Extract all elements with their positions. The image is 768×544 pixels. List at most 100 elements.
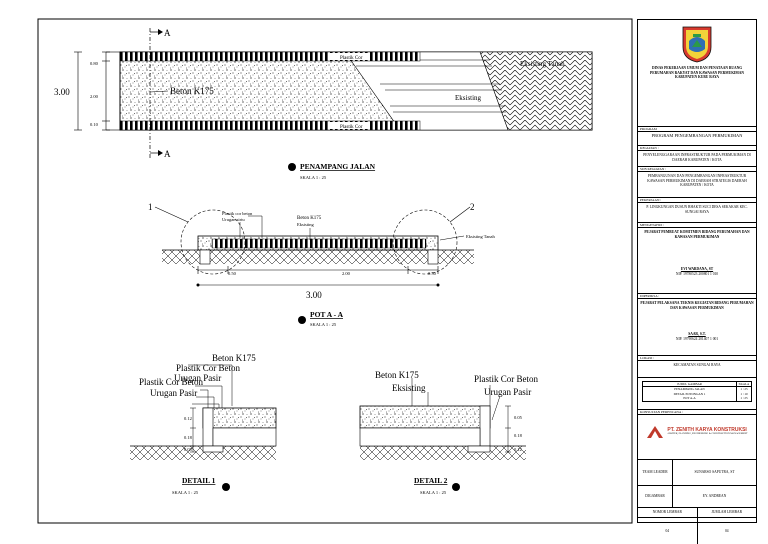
agency-row: DINAS PEKERJAAN UMUM DAN PENATAAN RUANG …	[638, 20, 756, 127]
location-value: P. LINGKUNGAN DUSUN BHAKTI SUCI DESA SEK…	[646, 205, 748, 214]
detail1-scale: SKALA 1 : 25	[172, 490, 199, 495]
pot-dim-0: 0.50	[228, 271, 237, 276]
lokasi-row: LOKASI : KECAMATAN SUNGAI RAYA	[638, 356, 756, 378]
sheet-total-label: JUMLAH LEMBAR	[711, 510, 742, 515]
detail1-label-4: Urugan Pasir	[150, 388, 197, 398]
pot-title: POT A - A	[310, 310, 344, 319]
detail1-title: DETAIL 1	[182, 476, 216, 485]
lokasi-label: LOKASI :	[638, 356, 756, 362]
detail2-label-2: Plastik Cor Beton	[474, 374, 539, 384]
location-row: PEKERJAAN : P. LINGKUNGAN DUSUN BHAKTI S…	[638, 198, 756, 223]
approve-name: EVI WARDANA, ST	[680, 267, 714, 272]
activity-label: KEGIATAN :	[638, 146, 756, 152]
ground-hatch	[162, 250, 474, 264]
detail2-ground	[360, 446, 526, 460]
label-urugan: Urugan sirtu	[222, 217, 245, 222]
drawing-scale-2: 1 : 25	[740, 396, 748, 401]
drawing-scale-0: 1 : 25	[740, 387, 748, 392]
team-leader-value: SUNARSO SAPUTRA, ST	[694, 470, 735, 475]
approve-label: MENGETAHUI :	[638, 223, 756, 229]
subactivity-label: SUB KEGIATAN :	[638, 167, 756, 173]
detail1-dim-1: 0.18	[184, 435, 193, 440]
consultant-sub: ARSITEK, PLANNING, ENGINEERING & CONSTRU…	[667, 432, 748, 436]
drawings-header: JUDUL GAMBAR	[643, 382, 737, 388]
detail2-dim-2: 0.12	[514, 447, 522, 452]
detail2-title: DETAIL 2	[414, 476, 448, 485]
dim-1: 2.00	[90, 94, 99, 99]
approve-role: PEJABAT PEMBUAT KOMITMEN BIDANG PERUMAHA…	[644, 230, 750, 239]
detail2-dim-1: 0.18	[514, 433, 523, 438]
title-symbol	[288, 163, 296, 171]
section-marker-top: A	[164, 28, 171, 38]
program-label: PROGRAM	[638, 127, 756, 133]
activity-value: PENYELENGGARAAN INFRASTRUKTUR PADA PERMU…	[643, 153, 751, 162]
check-name: SAAR, S.T.	[688, 332, 706, 337]
pot-overall-dim: 3.00	[306, 290, 322, 300]
detail2-scale: SKALA 1 : 25	[420, 490, 447, 495]
check-nip: NIP. 19790624 201407 1 001	[675, 336, 719, 341]
dim-overall: 3.00	[54, 87, 70, 97]
drawings-row: JUDUL GAMBAR SKALA PENAMPANG JALAN 1 : 2…	[638, 378, 756, 410]
pot-section-group: 1 2 Plastik cor beton Urugan sirtu Beton…	[148, 202, 495, 327]
drawing-frame	[37, 18, 633, 524]
drawing-name-0: PENAMPANG JALAN	[643, 387, 737, 392]
callout-2: 2	[470, 202, 475, 212]
detail2-label-1: Eksisting	[392, 383, 426, 393]
sheet-no-value: 04	[638, 518, 698, 544]
detail2-label-0: Beton K175	[375, 370, 419, 380]
label-plastic-top: Plastik Cor	[340, 56, 363, 61]
team-leader-row: TEAM LEADER SUNARSO SAPUTRA, ST	[638, 460, 756, 486]
detail1-dim-2: 0.05	[184, 447, 193, 452]
check-role: PEJABAT PELAKSANA TEKNIS KEGIATAN BIDANG…	[640, 301, 754, 310]
approve-nip: NIP. 19780523 200801 1 010	[675, 271, 719, 276]
section-marker-bottom: A	[164, 149, 171, 159]
check-row: DIPERIKSA : PEJABAT PELAKSANA TEKNIS KEG…	[638, 294, 756, 356]
detail-2-group: Beton K175 Eksisting Plastik Cor Beton U…	[359, 370, 539, 495]
drafter-value: EY. ANDREAN	[702, 494, 727, 499]
detail1-dim-0: 0.12	[184, 416, 192, 421]
detail2-label-3: Urugan Pasir	[484, 387, 531, 397]
label-beton: Beton K175	[170, 86, 214, 96]
title-block: DINAS PEKERJAAN UMUM DAN PENATAAN RUANG …	[637, 19, 757, 544]
detail2-slab	[359, 405, 491, 429]
subactivity-value: PEMBANGUNAN DAN PENGEMBANGAN INFRASTRUKT…	[647, 174, 747, 188]
subactivity-row: SUB KEGIATAN : PEMBANGUNAN DAN PENGEMBAN…	[638, 167, 756, 198]
regency-logo	[682, 26, 712, 63]
dim-0: 0.80	[90, 61, 99, 66]
drafter-row: DIGAMBAR EY. ANDREAN	[638, 486, 756, 508]
check-label: DIPERIKSA :	[638, 294, 756, 300]
consultant-logo-block: PT. ZENITH KARYA KONSTRUKSI ARSITEK, PLA…	[638, 425, 756, 439]
sheet-header-row: NOMOR LEMBAR JUMLAH LEMBAR	[638, 508, 756, 518]
existing-layer	[211, 238, 427, 249]
callout-1: 1	[148, 202, 153, 212]
label-pot-beton: Beton K175	[297, 216, 322, 221]
detail1-label-2: Urugan Pasir	[174, 373, 221, 383]
consultant-name: PT. ZENITH KARYA KONSTRUKSI	[667, 427, 747, 433]
approve-row: MENGETAHUI : PEJABAT PEMBUAT KOMITMEN BI…	[638, 223, 756, 294]
consultant-label: KONSULTAN PERENCANA :	[638, 410, 756, 416]
detail1-label-0: Beton K175	[212, 353, 256, 363]
detail1-slab	[202, 407, 277, 429]
plan-scale: SKALA 1 : 25	[300, 175, 327, 180]
drawing-scale-1: 1 : 10	[740, 391, 748, 396]
plastic-strip-bottom	[119, 120, 421, 131]
pot-dim-1: 2.00	[342, 271, 351, 276]
scale-header: SKALA	[737, 382, 751, 388]
label-existing-soil: Eksisting Tanah	[520, 60, 565, 68]
agency-name: DINAS PEKERJAAN UMUM DAN PENATAAN RUANG …	[650, 66, 744, 80]
sheet-no-label: NOMOR LEMBAR	[638, 508, 698, 517]
label-plastic-bottom: Plastik Cor	[340, 125, 363, 130]
detail1-label-1: Plastik Cor Beton	[176, 363, 241, 373]
consultant-row: KONSULTAN PERENCANA : PT. ZENITH KARYA K…	[638, 410, 756, 460]
plan-title: PENAMPANG JALAN	[300, 162, 376, 171]
pot-scale: SKALA 1 : 25	[310, 322, 337, 327]
dim-2: 0.10	[90, 122, 99, 127]
detail2-dim-0: 0.05	[514, 415, 523, 420]
pot-dim-2: 0.50	[428, 271, 437, 276]
activity-row: KEGIATAN : PENYELENGGARAAN INFRASTRUKTUR…	[638, 146, 756, 167]
sheet-total-value: 04	[724, 528, 729, 533]
detail-circle-2	[392, 209, 458, 275]
consultant-logo-icon	[647, 426, 664, 439]
label-plastik-beton: Plastik cor beton	[222, 211, 253, 216]
